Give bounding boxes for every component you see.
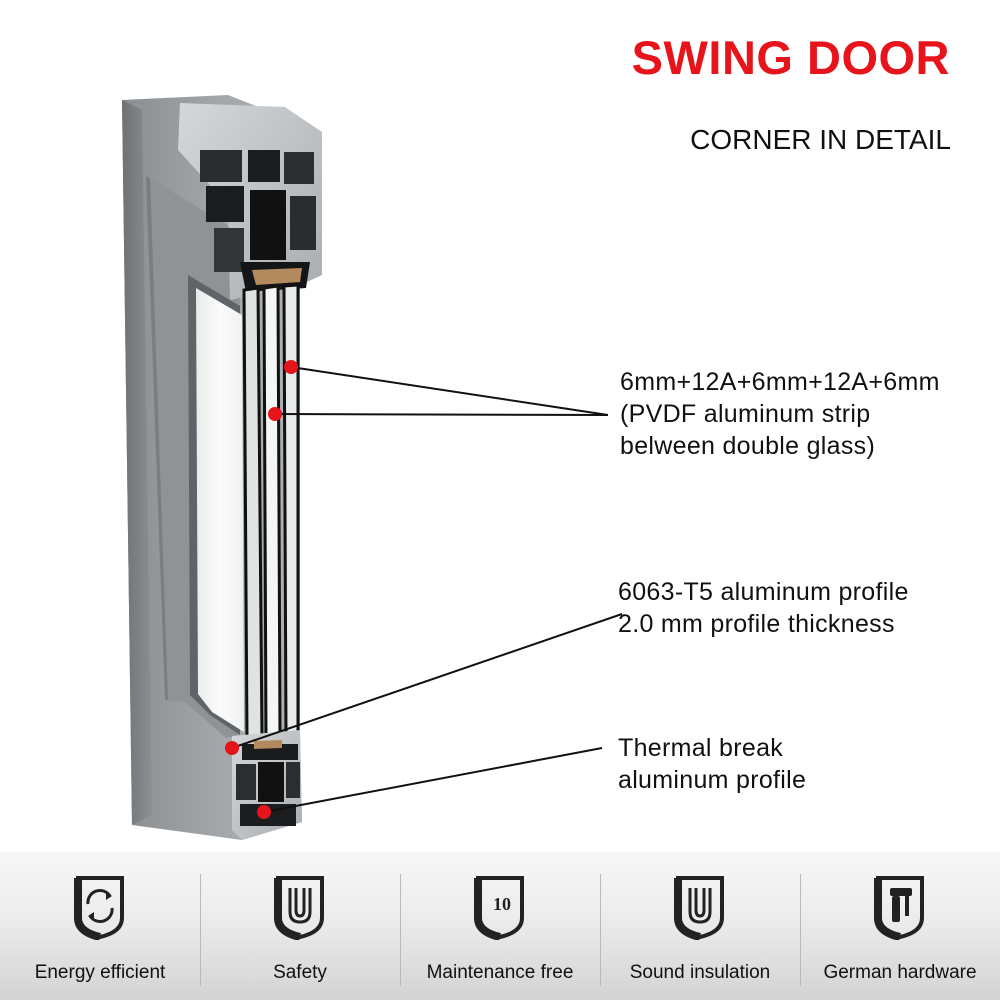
callout-glass-spec: 6mm+12A+6mm+12A+6mm (PVDF aluminum strip…: [620, 366, 940, 462]
feature-label: German hardware: [823, 962, 977, 983]
callout-thermal-break: Thermal break aluminum profile: [618, 732, 806, 796]
marker-dot-thermal-break: [257, 805, 271, 819]
callout-profile-spec: 6063-T5 aluminum profile 2.0 mm profile …: [618, 576, 909, 640]
bottom-profile-section: [232, 730, 302, 840]
callout-line: 6063-T5 aluminum profile: [618, 578, 909, 606]
callout-line: Thermal break: [618, 734, 784, 762]
marker-dot-glass-inner: [268, 407, 282, 421]
feature-german-hardware: German hardware: [800, 852, 1000, 1000]
maintenance-10-icon: 10: [474, 876, 524, 940]
feature-label: Maintenance free: [426, 962, 574, 983]
maintenance-10-text: 10: [493, 894, 511, 914]
callout-line: aluminum profile: [618, 766, 807, 794]
feature-label: Energy efficient: [34, 962, 166, 983]
door-frame: [122, 95, 322, 840]
feature-label: Safety: [273, 962, 327, 983]
marker-dot-glass-outer: [284, 360, 298, 374]
callout-line: 6mm+12A+6mm+12A+6mm: [620, 368, 940, 396]
page-title: SWING DOOR: [631, 31, 950, 84]
door-corner-illustration: [122, 95, 623, 840]
callout-markers: [225, 360, 298, 819]
feature-bar: Energy efficient Safety 10 Maintenance f…: [0, 852, 1000, 1000]
feature-energy-efficient: Energy efficient: [0, 852, 200, 1000]
page-subtitle: CORNER IN DETAIL: [690, 124, 951, 155]
feature-maintenance-free: 10 Maintenance free: [400, 852, 600, 1000]
feature-label: Sound insulation: [629, 962, 771, 983]
energy-cycle-icon: [74, 876, 124, 940]
callout-line: belween double glass): [620, 432, 876, 460]
callout-line: 2.0 mm profile thickness: [618, 610, 895, 638]
glass-panes: [242, 283, 300, 740]
sound-shield-icon: [674, 876, 724, 940]
callout-line: (PVDF aluminum strip: [620, 400, 871, 428]
safety-shield-icon: [274, 876, 324, 940]
door-handle-icon: [874, 876, 924, 940]
feature-safety: Safety: [200, 852, 400, 1000]
feature-sound-insulation: Sound insulation: [600, 852, 800, 1000]
marker-dot-profile: [225, 741, 239, 755]
callout-leader-lines: [231, 366, 623, 813]
